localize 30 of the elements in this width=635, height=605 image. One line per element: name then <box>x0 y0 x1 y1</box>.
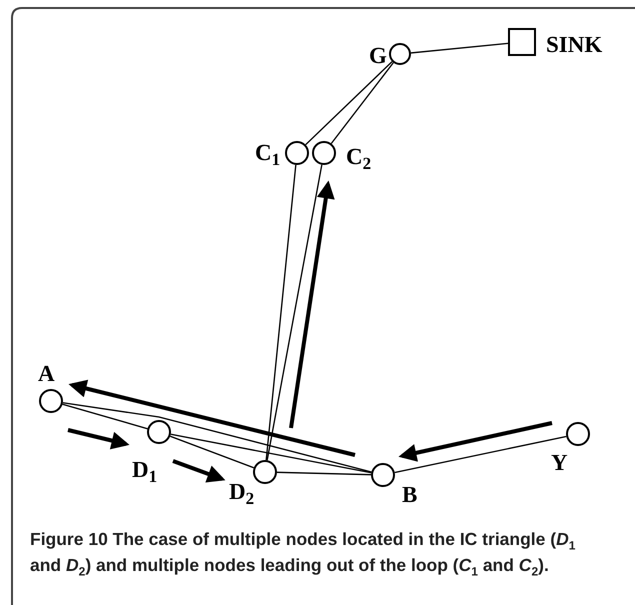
node-circle <box>312 141 336 165</box>
node-label: SINK <box>546 33 602 56</box>
node-label: D$_{2}$ <box>229 480 254 507</box>
connector-line <box>266 164 296 460</box>
connector-line <box>394 436 566 474</box>
node-circle <box>39 389 63 413</box>
connector-line <box>330 62 394 144</box>
sink-square <box>508 28 536 56</box>
node-circle <box>253 460 277 484</box>
connector-line <box>170 434 372 474</box>
node-circle <box>285 141 309 165</box>
node-label: B <box>402 483 418 506</box>
node-circle <box>389 43 411 65</box>
figure-caption: Figure 10 The case of multiple nodes located in the IC triangle (D$_{1}$ and D$_{2}$) and multiple nodes leading out of the loop (C$_{1}$ and C$_{2}$). <box>30 528 576 580</box>
connector-line <box>305 61 393 146</box>
node-circle <box>147 420 171 444</box>
node-label: G <box>369 44 387 67</box>
node-label: C$_{1}$ <box>255 141 280 168</box>
node-circle <box>371 463 395 487</box>
node-circle <box>566 422 590 446</box>
node-label: A <box>38 362 55 385</box>
connector-line <box>62 404 148 430</box>
node-label: C$_{2}$ <box>346 145 372 172</box>
node-label: Y <box>551 451 568 474</box>
connector-line <box>170 436 254 468</box>
connector-line <box>62 402 372 473</box>
connector-line <box>276 472 372 476</box>
connector-line <box>266 164 322 460</box>
node-label: D$_{1}$ <box>132 458 158 485</box>
connector-line <box>410 42 508 54</box>
